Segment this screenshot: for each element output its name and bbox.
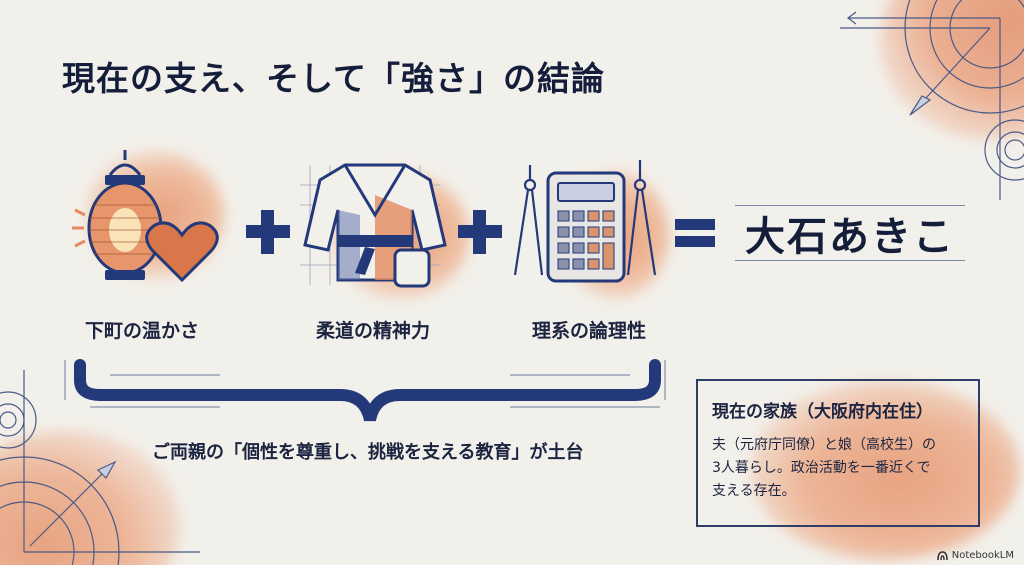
brand-watermark: NotebookLM [936, 550, 1014, 561]
notebooklm-logo-icon [936, 551, 948, 560]
plus-icon [458, 210, 502, 254]
brand-name: NotebookLM [951, 550, 1014, 561]
item-label-warmth: 下町の温かさ [85, 320, 200, 342]
family-info-box: 現在の家族（大阪府内在住） 夫（元府庁同僚）と娘（高校生）の 3人暮らし。政治活… [696, 379, 980, 527]
blueprint-compass-gear-icon [840, 0, 1024, 200]
calculator-compass-icon [510, 155, 660, 299]
result-name: 大石あきこ [745, 214, 955, 260]
family-line-2: 3人暮らし。政治活動を一番近くで [712, 460, 931, 476]
page-title: 現在の支え、そして「強さ」の結論 [62, 59, 606, 98]
equals-icon [675, 215, 715, 249]
item-label-judo: 柔道の精神力 [316, 320, 431, 342]
item-label-logic: 理系の論理性 [532, 320, 647, 342]
watercolor-family-box [750, 380, 1020, 560]
judo-gi-fist-icon [300, 155, 450, 299]
blueprint-corner-icon [0, 370, 200, 565]
lantern-heart-icon [70, 150, 230, 294]
family-line-3: 支える存在。 [712, 483, 796, 499]
family-line-1: 夫（元府庁同僚）と娘（高校生）の [712, 437, 936, 453]
curly-brace-icon [64, 359, 666, 422]
family-title: 現在の家族（大阪府内在住） [712, 402, 933, 422]
foundation-text: ご両親の「個性を尊重し、挑戦を支える教育」が土台 [152, 442, 584, 463]
result-name-box: 大石あきこ [735, 205, 965, 261]
family-body: 夫（元府庁同僚）と娘（高校生）の 3人暮らし。政治活動を一番近くで 支える存在。 [712, 434, 964, 503]
plus-icon [246, 210, 290, 254]
